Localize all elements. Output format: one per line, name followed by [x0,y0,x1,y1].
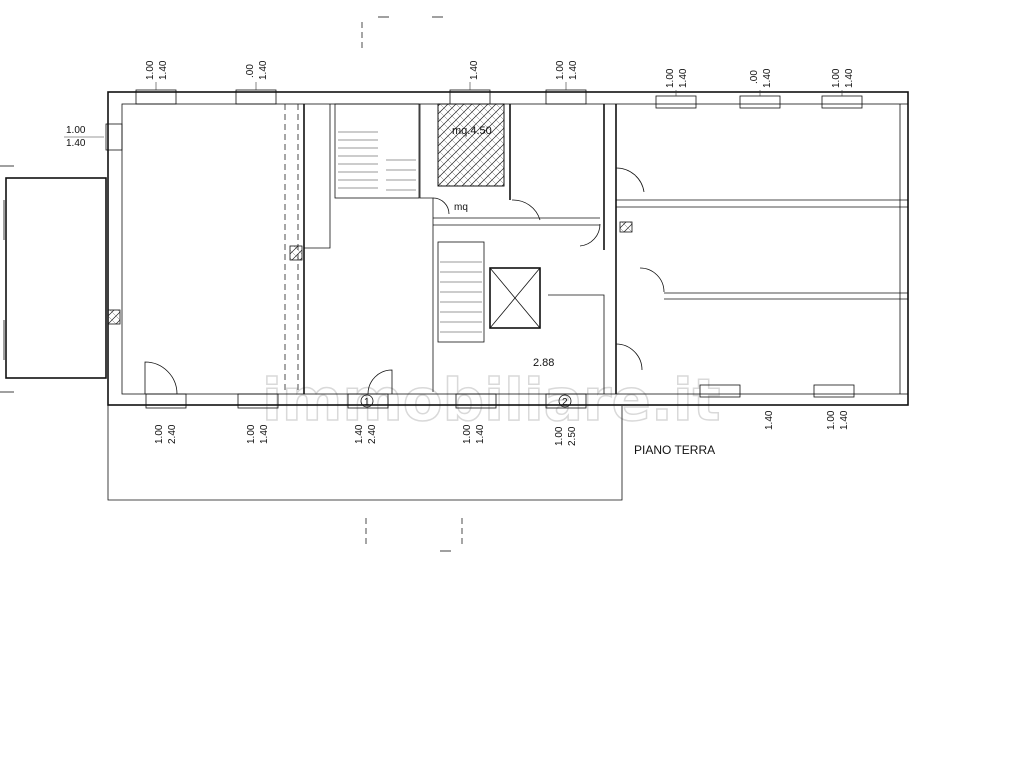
svg-text:1.00: 1.00 [145,60,156,80]
terrace-outline [107,405,623,501]
svg-text:1.40: 1.40 [678,68,689,88]
entrance-marker-2: 2 [562,397,568,408]
watermark: immobiliare.it [262,366,720,434]
svg-text:.00: .00 [245,64,256,78]
svg-text:.00: .00 [749,70,760,84]
left-annex [0,165,107,393]
svg-text:1.40: 1.40 [475,424,486,444]
svg-text:1.00: 1.00 [555,60,566,80]
svg-text:1.00: 1.00 [246,424,257,444]
svg-text:1.00: 1.00 [831,68,842,88]
svg-text:1.40: 1.40 [66,138,86,149]
svg-text:1.00: 1.00 [554,426,565,446]
svg-text:1.00: 1.00 [154,424,165,444]
svg-text:1.40: 1.40 [764,410,775,430]
svg-text:1.40: 1.40 [259,424,270,444]
stair-steps [338,131,482,333]
entrance-marker-1: 1 [364,397,370,408]
bottom-window-labels: 1.00 2.40 1.00 1.40 1.40 2.40 1.00 1.40 … [154,410,850,446]
doors [144,167,665,395]
dimension-leaders [155,82,843,96]
svg-text:1.40: 1.40 [158,60,169,80]
top-window-labels: 1.00 1.40 .00 1.40 1.40 1.00 1.40 1.00 1… [145,60,855,88]
svg-text:1.40: 1.40 [839,410,850,430]
svg-text:2.40: 2.40 [167,424,178,444]
building-walls [107,91,909,406]
svg-text:1.40: 1.40 [568,60,579,80]
svg-text:1.00: 1.00 [66,125,86,136]
windows-bottom [145,384,855,409]
closet-area: mq [454,202,468,213]
svg-text:1.40: 1.40 [354,424,365,444]
svg-text:1.40: 1.40 [762,68,773,88]
svg-text:1.40: 1.40 [469,60,480,80]
svg-text:1.40: 1.40 [258,60,269,80]
svg-text:1.00: 1.00 [826,410,837,430]
room-labels: mq.4.50 mq 2.88 PIANO TERRA [452,125,715,457]
shafts [107,221,633,325]
svg-text:1.00: 1.00 [462,424,473,444]
svg-text:1.40: 1.40 [844,68,855,88]
svg-text:1.00: 1.00 [665,68,676,88]
left-window-label: 1.00 1.40 [64,125,104,149]
svg-text:2.40: 2.40 [367,424,378,444]
plan-title: PIANO TERRA [634,443,715,457]
bathroom-area: mq.4.50 [452,125,492,137]
svg-text:2.50: 2.50 [567,426,578,446]
entrance-markers: 1 2 [360,394,572,408]
room-dimension: 2.88 [533,357,554,369]
section-marks [361,16,463,552]
